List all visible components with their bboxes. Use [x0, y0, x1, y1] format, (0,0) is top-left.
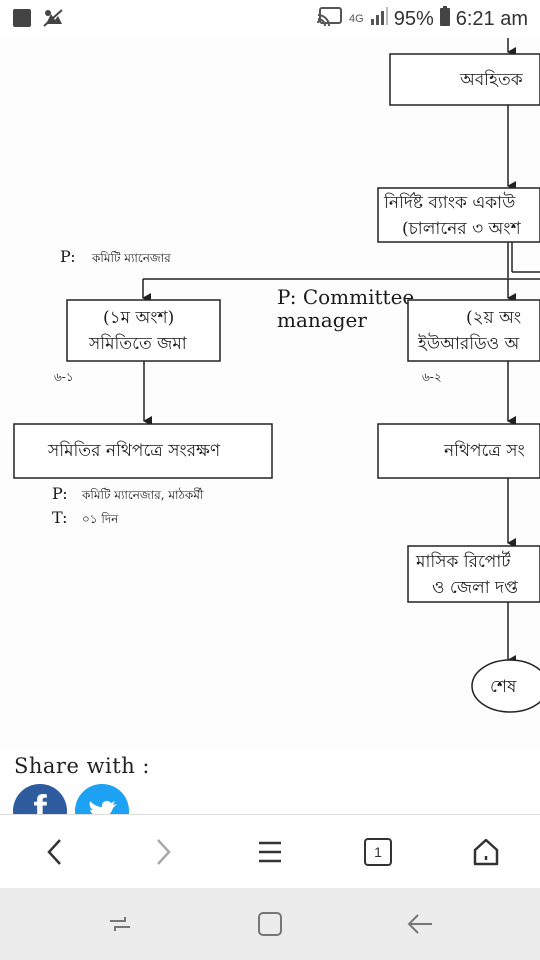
system-back-button[interactable]	[400, 906, 440, 942]
twitter-icon	[89, 800, 117, 814]
p-committee-line2: manager	[277, 308, 367, 332]
bank-node-text-line1: নির্দিষ্ট ব্যাংক একাউ	[383, 192, 516, 213]
end-node-text: শেষ	[490, 677, 517, 697]
top-node-text: অবহিতক	[459, 69, 524, 90]
chevron-right-icon	[157, 839, 171, 865]
p-bottom-value: কমিটি ম্যানেজার, মাঠকর্মী	[81, 488, 204, 502]
tab-count: 1	[374, 844, 382, 860]
part2-code: ৬-২	[422, 370, 442, 384]
twitter-share-button[interactable]	[75, 784, 129, 814]
facebook-share-button[interactable]: f	[13, 784, 67, 814]
preserve-node-box	[13, 423, 273, 479]
p-committee-line1: P: Committee	[277, 285, 414, 309]
forward-button[interactable]	[138, 827, 188, 877]
recent-apps-button[interactable]	[100, 906, 140, 942]
status-left	[12, 8, 64, 32]
t-bottom-label: T:	[52, 508, 68, 527]
chevron-left-icon	[47, 839, 61, 865]
battery-percent: 95%	[393, 7, 434, 30]
end-node-ellipse	[471, 659, 540, 713]
flowchart-image: অবহিতক নির্দিষ্ট ব্যাংক একাউ (চালানের ৩ …	[0, 38, 540, 748]
p-bottom-label: P:	[52, 484, 68, 503]
top-node-box	[389, 53, 540, 106]
part1-code: ৬-১	[54, 370, 74, 384]
clock: 6:21 am	[455, 7, 528, 30]
p-left-value: কমিটি ম্যানেজার	[91, 251, 171, 265]
bank-node-text-line2: (চালানের ৩ অংশ	[402, 219, 522, 239]
menu-icon	[259, 841, 281, 863]
notification-icon	[42, 8, 64, 32]
system-home-button[interactable]	[250, 906, 290, 942]
back-button[interactable]	[30, 827, 80, 877]
p-left-label: P:	[60, 247, 76, 266]
flowchart-svg: অবহিতক নির্দিষ্ট ব্যাংক একাউ (চালানের ৩ …	[13, 38, 540, 713]
browser-nav-bar: 1	[0, 814, 540, 889]
arrow-left-icon	[407, 914, 432, 934]
part1-text-line1: (১ম অংশ)	[103, 308, 174, 328]
report-node-box	[407, 545, 540, 603]
system-nav-bar	[0, 888, 540, 960]
home-button[interactable]	[461, 827, 511, 877]
record-node-text: নথিপত্রে সং	[443, 440, 525, 461]
cast-icon	[317, 6, 343, 32]
share-label: Share with :	[14, 754, 150, 778]
part2-text-line1: (২য় অং	[466, 308, 521, 328]
recent-apps-icon	[110, 917, 130, 931]
home-icon	[473, 838, 499, 866]
report-node-text-line2: ও জেলা দপ্ত	[432, 578, 519, 598]
battery-icon	[439, 6, 450, 32]
record-node-box	[377, 423, 540, 479]
signal-icon	[370, 7, 388, 31]
tabs-button[interactable]: 1	[353, 827, 403, 877]
gallery-icon	[12, 8, 32, 32]
report-node-text-line1: মাসিক রিপোর্ট	[415, 551, 511, 572]
bank-node-box	[377, 187, 540, 243]
facebook-icon: f	[33, 788, 47, 814]
square-home-icon	[258, 912, 282, 936]
network-type: 4G	[349, 13, 364, 25]
part2-text-line2: ইউআরডিও অ	[417, 333, 520, 354]
t-bottom-value: ০১ দিন	[82, 512, 119, 526]
status-right: 4G 95% 6:21 am	[317, 6, 528, 32]
part2-node-box	[407, 299, 540, 362]
part1-node-box	[66, 299, 221, 362]
status-bar: 4G 95% 6:21 am	[0, 0, 540, 38]
menu-button[interactable]	[245, 827, 295, 877]
tabs-icon: 1	[364, 838, 392, 866]
page-content: অবহিতক নির্দিষ্ট ব্যাংক একাউ (চালানের ৩ …	[0, 38, 540, 814]
preserve-node-text: সমিতির নথিপত্রে সংরক্ষণ	[47, 440, 221, 461]
part1-text-line2: সমিতিতে জমা	[88, 333, 188, 354]
